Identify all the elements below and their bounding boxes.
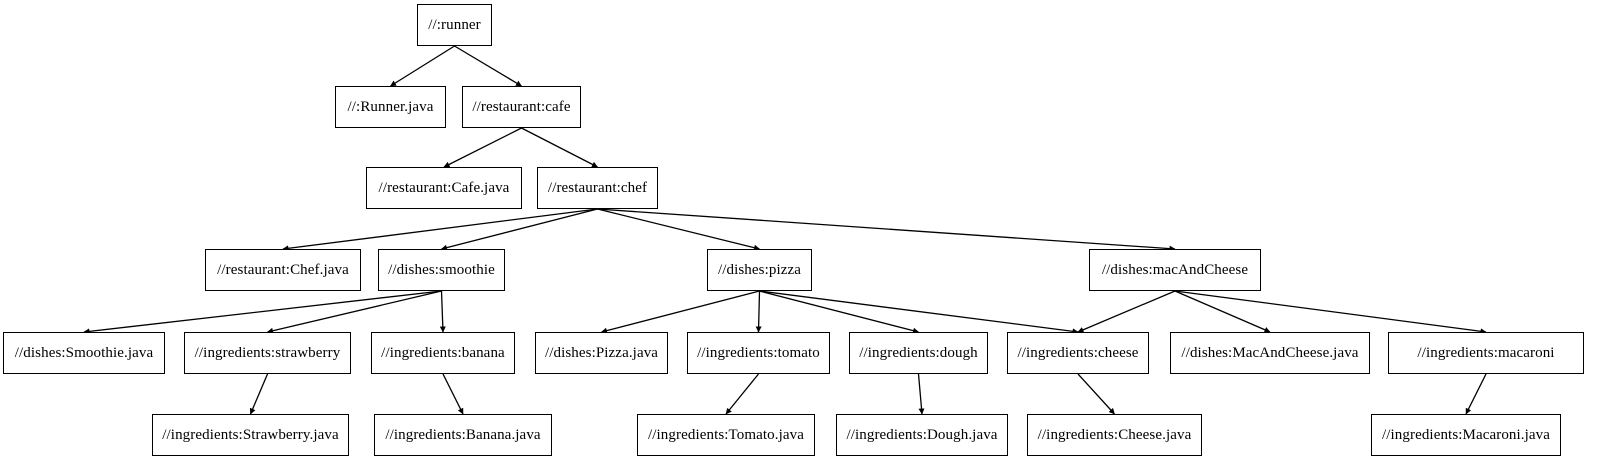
graph-node-label: //dishes:macAndCheese [1101, 261, 1249, 278]
graph-edge-dishes-smoothie-to-ing-strawberry [267, 290, 442, 334]
graph-node-label: //ingredients:Cheese.java [1037, 426, 1192, 443]
graph-node-label: //ingredients:Banana.java [385, 426, 541, 443]
graph-edge-ing-macaroni-to-macaroni-java [1465, 373, 1487, 415]
graph-edge-restaurant-cafe-to-restaurant-chef [521, 127, 598, 168]
graph-node-ing-dough[interactable]: //ingredients:dough [849, 332, 988, 374]
graph-node-runner-java[interactable]: //:Runner.java [335, 86, 446, 128]
graph-edge-restaurant-chef-to-chef-java [282, 208, 598, 252]
graph-edge-dishes-pizza-to-pizza-java [601, 290, 760, 334]
graph-node-dishes-smoothie[interactable]: //dishes:smoothie [378, 249, 505, 291]
graph-node-label: //restaurant:cafe [472, 98, 571, 115]
graph-node-ing-macaroni[interactable]: //ingredients:macaroni [1388, 332, 1584, 374]
graph-node-label: //ingredients:Macaroni.java [1381, 426, 1551, 443]
graph-node-ing-banana[interactable]: //ingredients:banana [371, 332, 515, 374]
graph-edge-ing-cheese-to-cheese-java [1077, 373, 1115, 415]
graph-edge-dishes-mac-to-ing-macaroni [1174, 290, 1487, 335]
graph-node-tomato-java[interactable]: //ingredients:Tomato.java [637, 414, 815, 456]
graph-node-label: //:Runner.java [347, 98, 434, 115]
graph-edge-runner-to-runner-java [390, 45, 455, 87]
graph-node-label: //dishes:Pizza.java [544, 344, 659, 361]
graph-node-label: //ingredients:Tomato.java [648, 426, 804, 443]
graph-edge-runner-to-restaurant-cafe [454, 45, 522, 87]
graph-node-pizza-java[interactable]: //dishes:Pizza.java [535, 332, 668, 374]
graph-node-restaurant-chef[interactable]: //restaurant:chef [537, 167, 658, 209]
graph-node-chef-java[interactable]: //restaurant:Chef.java [205, 249, 361, 291]
graph-edge-restaurant-chef-to-dishes-mac [597, 208, 1176, 252]
graph-node-dough-java[interactable]: //ingredients:Dough.java [836, 414, 1008, 456]
graph-node-label: //ingredients:dough [859, 344, 978, 361]
graph-node-label: //:runner [428, 16, 481, 33]
graph-node-label: //ingredients:strawberry [194, 344, 341, 361]
graph-node-label: //dishes:pizza [717, 261, 802, 278]
graph-edge-dishes-pizza-to-ing-dough [759, 290, 919, 334]
graph-node-ing-cheese[interactable]: //ingredients:cheese [1007, 332, 1149, 374]
graph-node-smoothie-java[interactable]: //dishes:Smoothie.java [3, 332, 165, 374]
graph-node-macaroni-java[interactable]: //ingredients:Macaroni.java [1371, 414, 1561, 456]
graph-edge-dishes-smoothie-to-ing-banana [439, 290, 446, 333]
graph-edge-ing-strawberry-to-strawberry-java [249, 373, 269, 415]
graph-edge-dishes-pizza-to-ing-cheese [759, 290, 1079, 335]
graph-edge-restaurant-chef-to-dishes-smoothie [441, 208, 598, 251]
graph-edge-ing-tomato-to-tomato-java [725, 373, 760, 415]
graph-node-runner[interactable]: //:runner [417, 4, 492, 46]
graph-node-label: //restaurant:chef [547, 179, 648, 196]
graph-node-label: //ingredients:tomato [697, 344, 820, 361]
graph-edge-dishes-mac-to-mac-java [1174, 290, 1271, 333]
graph-node-label: //ingredients:cheese [1017, 344, 1139, 361]
graph-edge-dishes-pizza-to-ing-tomato [755, 290, 762, 333]
graph-node-banana-java[interactable]: //ingredients:Banana.java [374, 414, 552, 456]
graph-node-label: //dishes:Smoothie.java [14, 344, 154, 361]
graph-edge-ing-banana-to-banana-java [442, 373, 464, 415]
graph-edge-ing-dough-to-dough-java [917, 373, 925, 415]
graph-node-label: //ingredients:Strawberry.java [162, 426, 339, 443]
graph-node-strawberry-java[interactable]: //ingredients:Strawberry.java [152, 414, 349, 456]
graph-node-label: //ingredients:macaroni [1417, 344, 1555, 361]
graph-node-label: //ingredients:banana [381, 344, 505, 361]
graph-edge-restaurant-cafe-to-cafe-java [443, 127, 522, 168]
graph-node-dishes-mac[interactable]: //dishes:macAndCheese [1089, 249, 1261, 291]
graph-node-restaurant-cafe[interactable]: //restaurant:cafe [462, 86, 581, 128]
graph-node-cafe-java[interactable]: //restaurant:Cafe.java [366, 167, 522, 209]
graph-node-ing-tomato[interactable]: //ingredients:tomato [687, 332, 830, 374]
graph-node-cheese-java[interactable]: //ingredients:Cheese.java [1027, 414, 1202, 456]
graph-edge-dishes-smoothie-to-smoothie-java [83, 290, 442, 335]
graph-edge-restaurant-chef-to-dishes-pizza [597, 208, 760, 251]
graph-node-label: //dishes:smoothie [388, 261, 495, 278]
graph-edge-dishes-mac-to-ing-cheese [1077, 290, 1176, 333]
graph-node-ing-strawberry[interactable]: //ingredients:strawberry [184, 332, 351, 374]
graph-node-label: //restaurant:Chef.java [217, 261, 349, 278]
graph-node-dishes-pizza[interactable]: //dishes:pizza [707, 249, 812, 291]
graph-node-mac-java[interactable]: //dishes:MacAndCheese.java [1170, 332, 1370, 374]
graph-node-label: //dishes:MacAndCheese.java [1181, 344, 1359, 361]
graph-node-label: //ingredients:Dough.java [846, 426, 998, 443]
graph-node-label: //restaurant:Cafe.java [378, 179, 510, 196]
